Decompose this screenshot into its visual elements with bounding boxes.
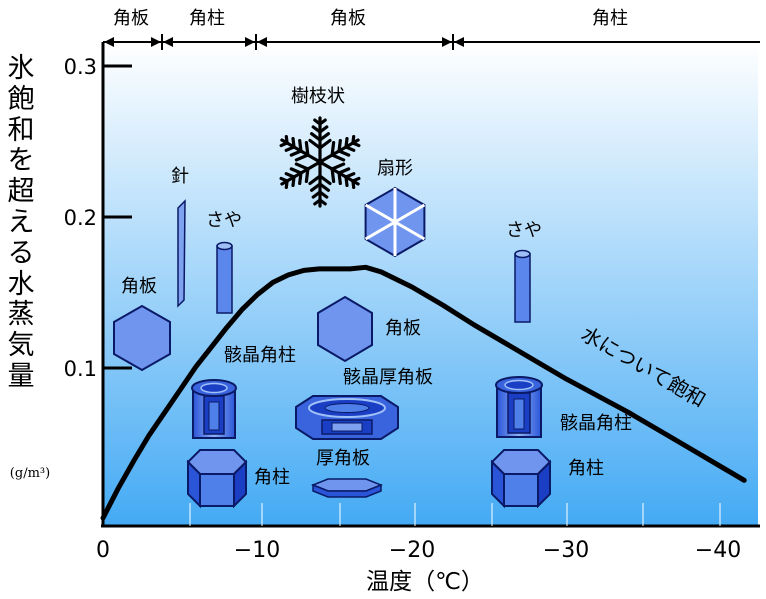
x-tick-label: −10 bbox=[234, 538, 280, 563]
needle-crystal-icon bbox=[177, 199, 186, 308]
skeletal-column-right-label: 骸晶角柱 bbox=[560, 413, 632, 434]
skeletal-column-left-label: 骸晶角柱 bbox=[224, 345, 296, 366]
x-tick-label: −20 bbox=[389, 538, 435, 563]
thick-plate-label: 厚角板 bbox=[316, 448, 370, 469]
arrow-head bbox=[454, 37, 464, 47]
sector-label: 扇形 bbox=[377, 158, 413, 179]
needle-label: 針 bbox=[171, 166, 189, 187]
column-right-label: 角柱 bbox=[568, 458, 604, 479]
plate-left-label: 角板 bbox=[121, 276, 157, 297]
arrow-head bbox=[257, 37, 267, 47]
dendrite-snowflake-icon bbox=[279, 116, 361, 208]
skeletal-column-right-icon bbox=[495, 376, 543, 438]
habit-header: 角板 角柱 角板 角柱 bbox=[103, 8, 760, 50]
column-right-icon bbox=[490, 449, 552, 509]
thick-plate-icon bbox=[310, 478, 384, 498]
dendrite-arm bbox=[308, 116, 332, 164]
y-axis-label-char: 氷 bbox=[7, 53, 35, 84]
arrow-head bbox=[151, 37, 161, 47]
sheath-left-label: さや bbox=[206, 210, 242, 231]
skeletal-thick-plate-label: 骸晶厚角板 bbox=[343, 367, 433, 388]
plate-mid-crystal-icon bbox=[317, 295, 373, 363]
skeletal-column-left-icon bbox=[191, 379, 237, 439]
column-left-icon bbox=[186, 449, 248, 509]
y-axis-label-char: 気 bbox=[7, 330, 35, 362]
habit-label: 角板 bbox=[113, 8, 149, 29]
dendrite-arm bbox=[318, 134, 361, 164]
y-axis-label-char: る bbox=[7, 237, 35, 269]
skeletal-thick-plate-icon bbox=[295, 395, 399, 440]
y-axis-label-char: え bbox=[7, 206, 35, 238]
y-axis-label-char: 和 bbox=[7, 114, 35, 146]
y-axis-label-char: 蒸 bbox=[7, 299, 35, 331]
y-axis-label: 氷飽和を超える水蒸気量 bbox=[6, 53, 36, 393]
y-axis-unit: (g/m³) bbox=[9, 466, 51, 481]
x-tick-label: 0 bbox=[96, 538, 110, 563]
dendrite-label: 樹枝状 bbox=[291, 86, 345, 107]
plot-background bbox=[103, 42, 758, 526]
dendrite-arm bbox=[308, 160, 332, 208]
arrow-head bbox=[442, 37, 452, 47]
y-tick-label: 0.1 bbox=[64, 357, 97, 381]
x-tick-label: −40 bbox=[695, 538, 741, 563]
dendrite-arm bbox=[318, 160, 361, 190]
sheath-right-crystal-icon bbox=[514, 249, 531, 323]
y-axis-label-char: 飽 bbox=[7, 83, 35, 115]
column-left-label: 角柱 bbox=[254, 467, 290, 488]
y-axis-label-char: 量 bbox=[7, 360, 35, 392]
arrow-head bbox=[245, 37, 255, 47]
habit-label: 角柱 bbox=[592, 8, 628, 29]
sheath-left-crystal-icon bbox=[216, 241, 233, 314]
habit-label: 角柱 bbox=[189, 8, 225, 29]
y-axis-label-char: 超 bbox=[7, 176, 35, 208]
plate-mid-label: 角板 bbox=[385, 318, 421, 339]
dendrite-arm bbox=[279, 160, 322, 190]
sector-crystal-icon bbox=[364, 186, 426, 258]
y-axis-label-char: 水 bbox=[7, 268, 35, 300]
y-tick-label: 0.2 bbox=[64, 206, 97, 230]
axes: 0.3 0.2 0.1 0 −10 −20 −30 −40 温度（℃） bbox=[64, 42, 760, 595]
sheath-right-label: さや bbox=[506, 220, 542, 241]
plate-crystal-icon bbox=[113, 304, 171, 372]
x-tick-label: −30 bbox=[543, 538, 589, 563]
water-saturation-curve bbox=[100, 264, 747, 521]
y-axis-label-char: を bbox=[7, 145, 35, 177]
x-axis-label: 温度（℃） bbox=[366, 569, 484, 595]
arrow-head bbox=[104, 37, 114, 47]
y-tick-label: 0.3 bbox=[64, 55, 97, 79]
dendrite-arm bbox=[279, 134, 322, 164]
arrow-head bbox=[163, 37, 173, 47]
habit-label: 角板 bbox=[330, 8, 366, 29]
